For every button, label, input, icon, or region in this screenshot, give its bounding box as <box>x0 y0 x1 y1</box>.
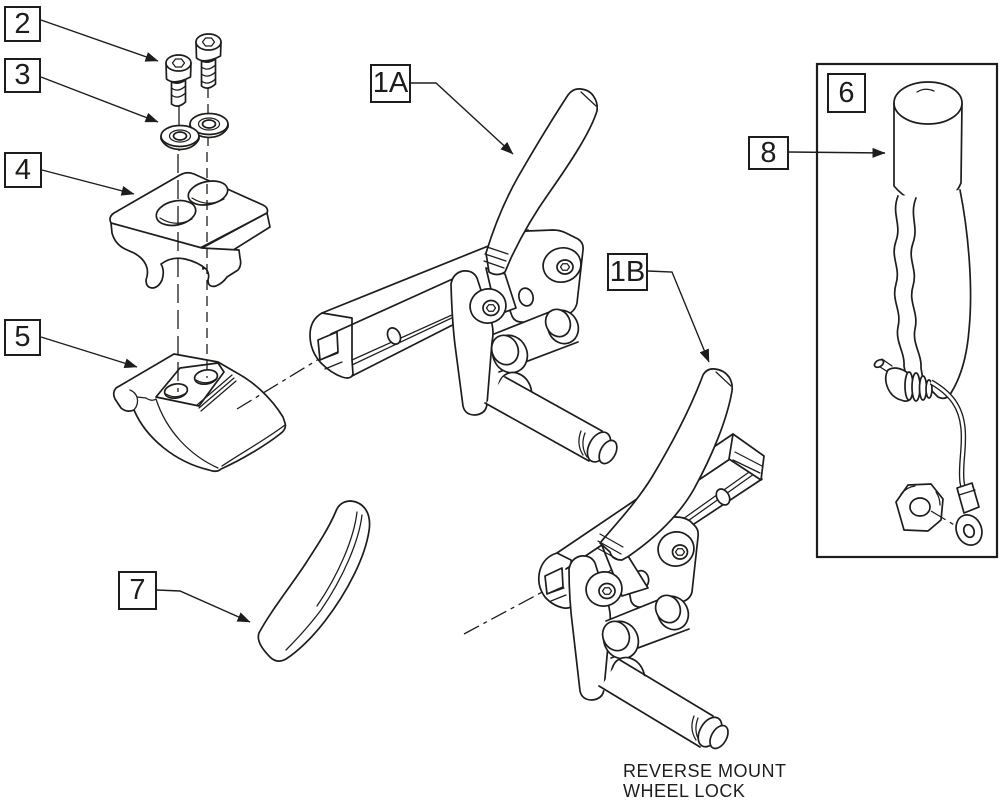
mounting-axis-lines <box>236 350 547 635</box>
callout-label-2: 2 <box>14 7 31 40</box>
callout-box-4: 4 <box>4 152 42 188</box>
callout-box-8: 8 <box>748 136 789 170</box>
caption-line-2: WHEEL LOCK <box>623 781 746 801</box>
callout-label-6: 6 <box>838 76 855 109</box>
leader-2 <box>40 19 159 62</box>
callout-box-2: 2 <box>4 6 41 42</box>
wheel-lock-assembly-1b-drawing <box>537 368 765 750</box>
callout-label-7: 7 <box>129 574 146 606</box>
clamp-top-half-drawing <box>109 171 271 289</box>
caption-line-1: REVERSE MOUNT <box>623 761 787 781</box>
callout-label-1b: 1B <box>609 255 646 288</box>
panel-6-border <box>815 62 999 559</box>
leader-3 <box>40 76 159 123</box>
leader-8 <box>788 147 886 158</box>
wheel-lock-assembly-1a-drawing <box>309 88 618 465</box>
extension-handle-drawing <box>873 81 983 546</box>
callout-box-3: 3 <box>4 58 41 93</box>
leader-1b <box>647 270 710 363</box>
callout-box-1a: 1A <box>370 64 411 103</box>
callout-label-4: 4 <box>14 153 32 186</box>
washers-drawing <box>160 112 229 151</box>
leader-1a <box>411 82 514 155</box>
leader-7 <box>156 589 251 623</box>
callout-label-5: 5 <box>14 321 31 353</box>
callout-box-6: 6 <box>827 73 866 113</box>
leader-lines <box>40 19 886 623</box>
clamp-bottom-half-drawing <box>112 353 287 473</box>
callout-box-7: 7 <box>118 571 157 610</box>
cap-screws-drawing <box>165 33 222 107</box>
leader-4 <box>41 169 135 196</box>
handle-sleeve-drawing <box>257 500 371 662</box>
callout-box-5: 5 <box>4 319 41 356</box>
callout-label-8: 8 <box>760 136 777 169</box>
callout-box-1b: 1B <box>607 253 648 291</box>
callout-label-3: 3 <box>14 59 31 91</box>
callout-label-1a: 1A <box>372 67 409 99</box>
hex-nut-drawing <box>895 483 957 532</box>
leader-5 <box>40 336 138 369</box>
extension-handle-panel <box>815 62 999 559</box>
assembly-centerlines-lower <box>177 152 208 392</box>
